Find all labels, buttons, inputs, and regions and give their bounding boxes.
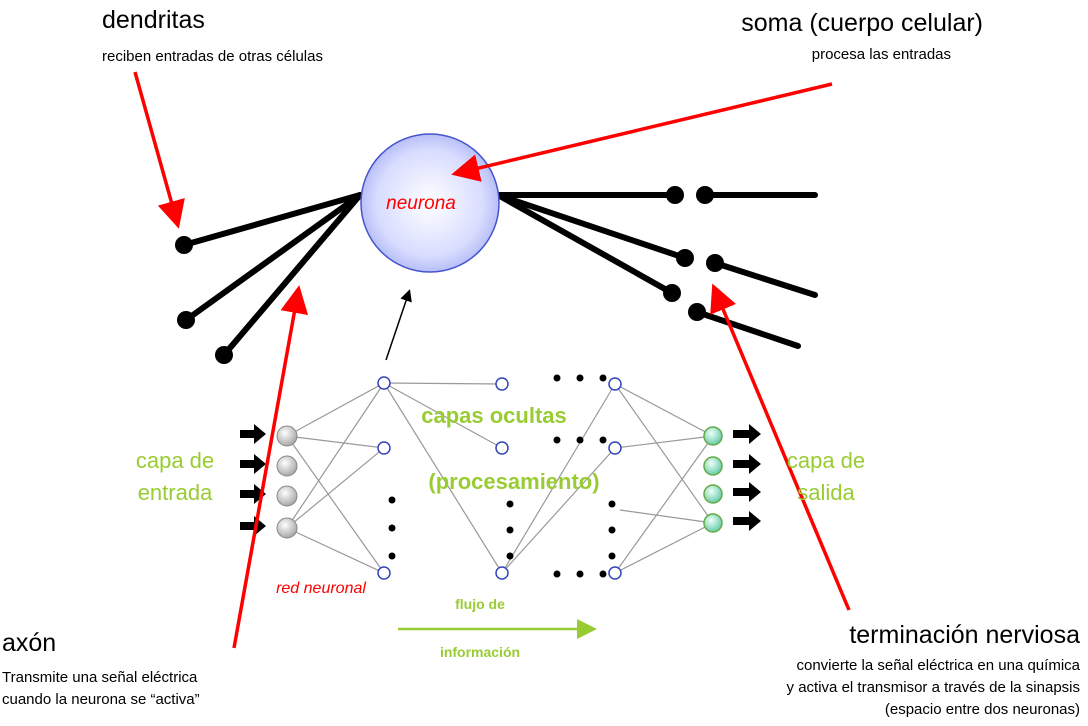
output-nodes: [703, 426, 723, 533]
dendrites-desc: reciben entradas de otras células: [102, 48, 323, 65]
terminal-desc-1: convierte la señal eléctrica en una quím…: [797, 657, 1081, 674]
soma-desc: procesa las entradas: [812, 46, 951, 63]
terminal-desc-2: y activa el transmisor a través de la si…: [787, 679, 1080, 696]
input-arrows: [240, 424, 266, 536]
ellipsis-dots: [388, 374, 616, 578]
flow-label-1: flujo de: [455, 596, 505, 612]
terminal-title: terminación nerviosa: [849, 621, 1080, 649]
input-layer-label-1: capa de: [136, 448, 214, 473]
synapse-dots: [663, 186, 724, 321]
input-layer-label-2: entrada: [138, 480, 213, 505]
flow-label-2: información: [440, 644, 520, 660]
output-arrows: [733, 424, 761, 531]
output-layer-label-1: capa de: [787, 448, 865, 473]
annotation-arrows: [133, 71, 851, 649]
axon-title: axón: [2, 629, 56, 657]
axon-desc-2: cuando la neurona se “activa”: [2, 691, 200, 708]
network-to-neuron-arrow: [385, 289, 412, 361]
network-label: red neuronal: [276, 580, 366, 597]
output-layer-label-2: salida: [797, 480, 855, 505]
soma-arrow: [451, 82, 833, 182]
dendrites-title: dendritas: [102, 6, 205, 34]
input-nodes: [276, 425, 298, 539]
terminal-desc-3: (espacio entre dos neuronas): [885, 701, 1080, 718]
dendrite-ends: [175, 236, 233, 364]
network-edges: [286, 382, 714, 574]
soma-title: soma (cuerpo celular): [741, 9, 983, 37]
dendrites-arrow: [133, 71, 185, 229]
axon-arrow: [232, 285, 309, 649]
neuron-label: neurona: [386, 193, 456, 214]
hidden-layers-label-1: capas ocultas: [421, 403, 567, 428]
hidden-nodes: [377, 376, 622, 580]
axon-terminals: [495, 192, 818, 349]
axon-desc-1: Transmite una señal eléctrica: [2, 669, 198, 686]
dendrites: [181, 192, 363, 358]
terminal-arrow: [710, 283, 851, 611]
hidden-layers-label-2: (procesamiento): [428, 469, 599, 494]
